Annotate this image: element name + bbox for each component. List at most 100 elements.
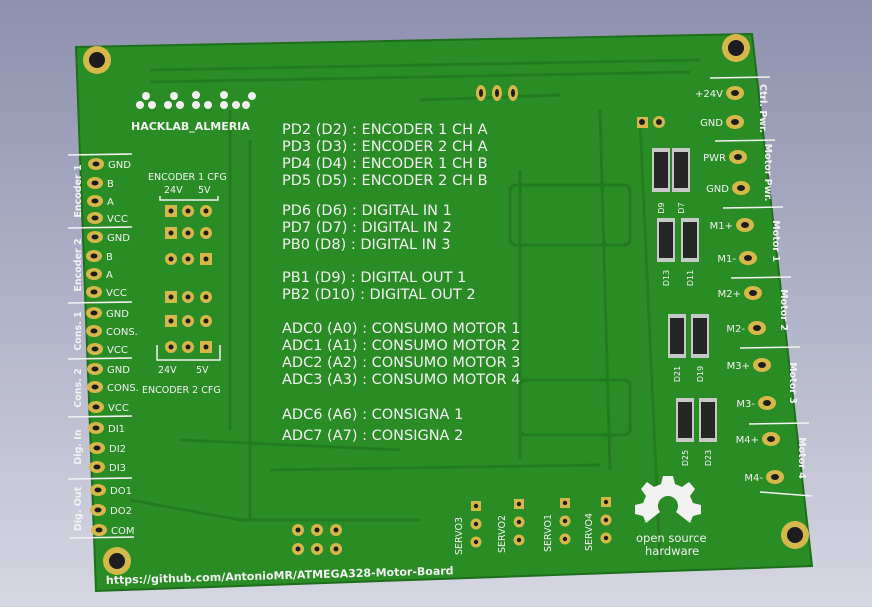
connector-group-label: Motor Pwr. [762, 144, 773, 202]
pin-map-line: ADC6 (A6) : CONSIGNA 1 [282, 407, 463, 423]
connector-pin-label: +24V [695, 89, 723, 100]
diode-body [654, 152, 668, 188]
pin-map-line: ADC1 (A1) : CONSUMO MOTOR 2 [282, 338, 520, 354]
encoder1-cfg-title: ENCODER 1 CFG [148, 172, 227, 183]
oshw-line1: open source [636, 531, 707, 545]
diode-label: D23 [704, 450, 713, 466]
diode-label: D19 [696, 366, 705, 382]
connector-pin-label: CONS. [107, 383, 139, 394]
connector-pin-label: VCC [108, 403, 129, 414]
connector-pin-label: DI2 [109, 444, 126, 455]
oshw-logo: open source hardware [635, 476, 707, 558]
connector-pin-label: M3+ [727, 361, 750, 372]
pin-map-line: PB1 (D9) : DIGITAL OUT 1 [282, 270, 466, 286]
gear-icon [635, 476, 701, 523]
ic-footprint [508, 183, 632, 247]
connector-pin-label: M3- [736, 399, 755, 410]
left-connectors: GNDBAVCCGNDBAVCCGNDCONS.VCCGNDCONS.VCCDI… [67, 153, 139, 539]
pin-map-line: PD3 (D3) : ENCODER 2 CH A [282, 139, 488, 155]
connector-group-label: Ctrl. Pwr. [757, 84, 768, 133]
pin-map-line: PD5 (D5) : ENCODER 2 CH B [282, 173, 488, 189]
ic-footprint [518, 378, 632, 437]
pin-map-line: PD7 (D7) : DIGITAL IN 2 [282, 220, 452, 236]
diode-body [693, 318, 707, 354]
connector-pin-label: M1+ [710, 221, 733, 232]
oshw-line2: hardware [645, 544, 699, 558]
connector-pin-label: M4- [744, 473, 763, 484]
connector-pin-label: M4+ [736, 435, 759, 446]
connector-pin-label: PWR [703, 153, 726, 164]
diode-body [659, 222, 673, 258]
connector-group-label: Cons. 1 [73, 311, 84, 350]
connector-pin-label: GND [107, 233, 130, 244]
pin-map-line: PD2 (D2) : ENCODER 1 CH A [282, 122, 488, 138]
connector-pin-label: M2- [726, 324, 745, 335]
encoder-cfg: ENCODER 1 CFG 24V 5V 24V 5V ENCODER 2 CF… [142, 172, 227, 396]
pin-map-line: PB0 (D8) : DIGITAL IN 3 [282, 237, 451, 253]
diode-body [670, 318, 684, 354]
servo-label: SERVO4 [584, 513, 595, 551]
jumper-24v-label-2: 24V [158, 365, 177, 376]
connector-pin-label: DI1 [108, 424, 125, 435]
diode-label: D21 [673, 366, 682, 382]
connector-pin-label: B [106, 252, 113, 263]
diode-body [683, 222, 697, 258]
connector-pin-label: GND [700, 118, 723, 129]
connector-pin-label: M2+ [718, 289, 741, 300]
logo-text: HACKLAB_ALMERIA [131, 120, 250, 133]
connector-pin-label: M1- [717, 254, 736, 265]
mounting-holes [83, 34, 809, 575]
connector-pin-label: A [107, 197, 114, 208]
connector-pin-label: VCC [107, 345, 128, 356]
connector-pin-label: DO1 [110, 486, 132, 497]
diode-body [674, 152, 688, 188]
connector-pin-label: DI3 [109, 463, 126, 474]
connector-group-label: Motor 1 [770, 220, 781, 262]
connector-pin-label: GND [706, 184, 729, 195]
pin-map-line: ADC2 (A2) : CONSUMO MOTOR 3 [282, 355, 520, 371]
connector-pin-label: VCC [107, 214, 128, 225]
pin-map-line: ADC3 (A3) : CONSUMO MOTOR 4 [282, 372, 520, 388]
pin-map-line: PD6 (D6) : DIGITAL IN 1 [282, 203, 452, 219]
bottom-header [292, 524, 342, 555]
connector-group-label: Dig. In [73, 429, 84, 464]
connector-pin-label: A [106, 270, 113, 281]
encoder2-cfg-title: ENCODER 2 CFG [142, 385, 221, 396]
connector-pin-label: CONS. [106, 327, 138, 338]
connector-group-label: Dig. Out [73, 486, 84, 531]
pin-map: PD2 (D2) : ENCODER 1 CH A PD3 (D3) : ENC… [282, 122, 520, 444]
connector-group-label: Motor 3 [787, 362, 798, 404]
diode-body [678, 402, 692, 438]
diode-label: D25 [681, 450, 690, 466]
connector-pin-label: GND [108, 160, 131, 171]
pin-map-line: PD4 (D4) : ENCODER 1 CH B [282, 156, 488, 172]
jumper-5v-label-2: 5V [196, 365, 209, 376]
pin-map-line: ADC0 (A0) : CONSUMO MOTOR 1 [282, 321, 520, 337]
diode-label: D7 [677, 202, 686, 213]
diode-label: D11 [686, 270, 695, 286]
pin-map-line: PB2 (D10) : DIGITAL OUT 2 [282, 287, 476, 303]
connector-group-label: Motor 2 [778, 289, 789, 331]
diode-label: D9 [657, 202, 666, 213]
servo-label: SERVO1 [543, 514, 554, 552]
diode-body [701, 402, 715, 438]
servo-label: SERVO2 [497, 515, 508, 553]
jumper-24v-label: 24V [164, 185, 183, 196]
diode-label: D13 [662, 270, 671, 286]
top-header [476, 85, 665, 128]
hacklab-logo: HACKLAB_ALMERIA [131, 91, 256, 133]
connector-pin-label: COM [111, 526, 134, 537]
connector-pin-label: VCC [106, 288, 127, 299]
copper-traces [129, 58, 701, 561]
connector-group-label: Motor 4 [796, 437, 807, 479]
connector-group-label: Encoder 2 [73, 238, 84, 291]
connector-group-label: Cons. 2 [73, 368, 84, 407]
pin-map-line: ADC7 (A7) : CONSIGNA 2 [282, 428, 463, 444]
right-connectors: +24V GND PWR GND M1+ M1- M2+ M2- M3+ M3- M4+ M4- Ctr… [695, 76, 813, 497]
connector-pin-label: B [107, 179, 114, 190]
connector-group-label: Encoder 1 [73, 164, 84, 217]
connector-pin-label: GND [107, 365, 130, 376]
